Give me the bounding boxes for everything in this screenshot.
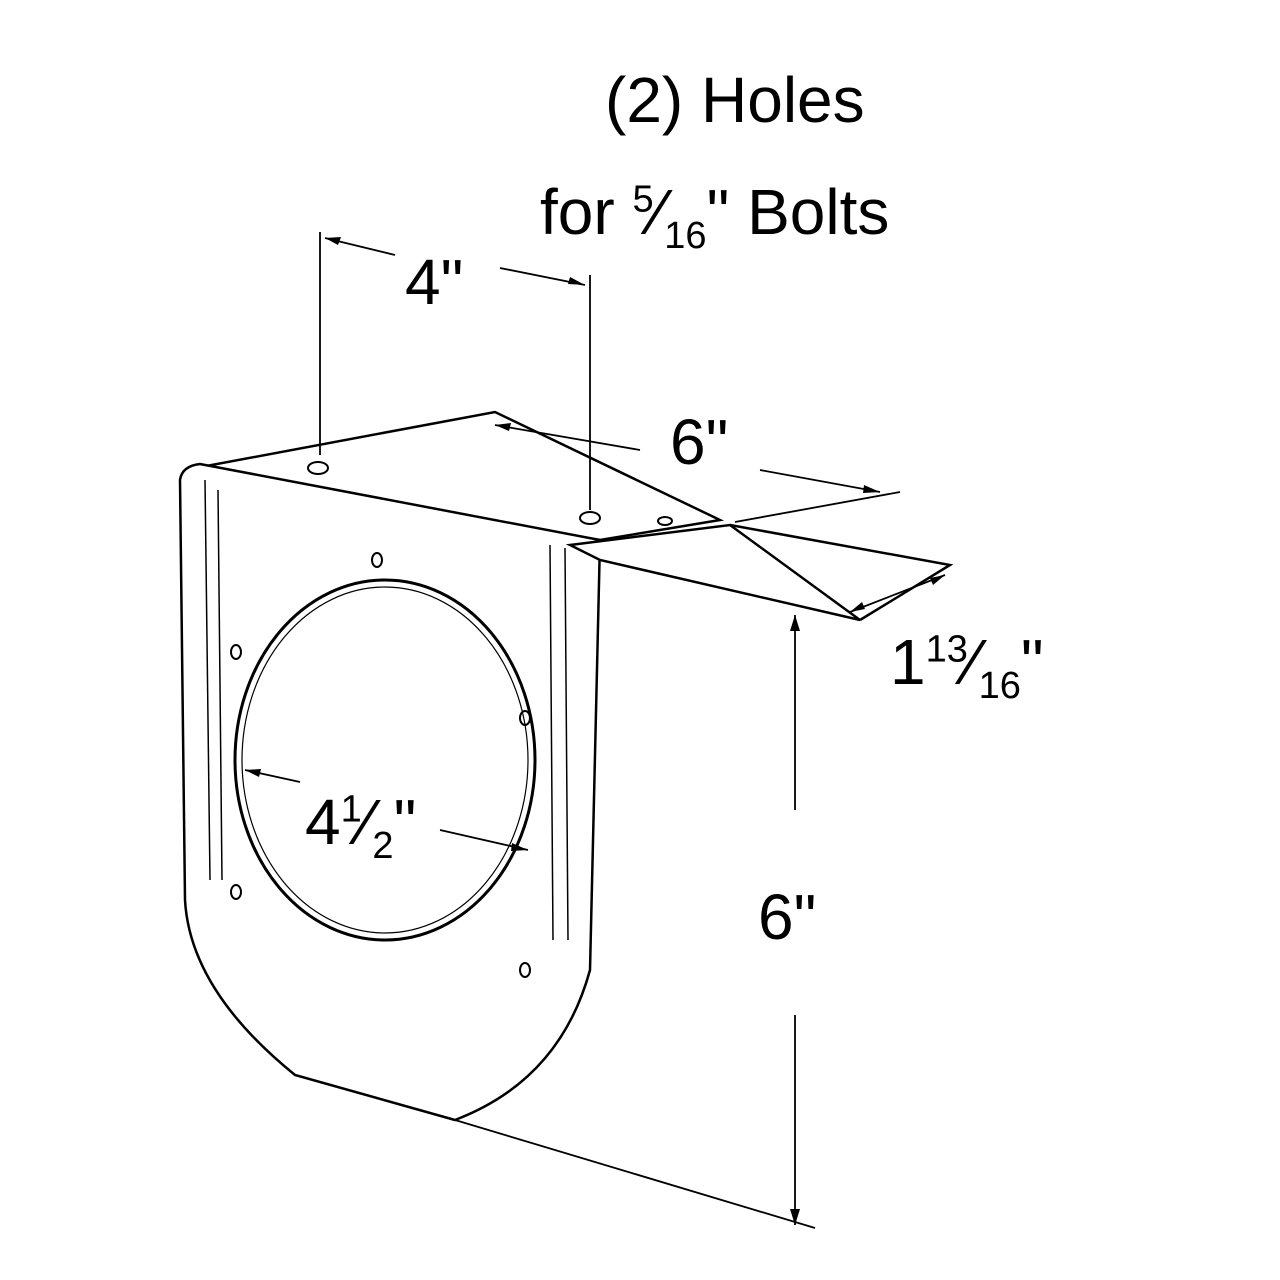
title-suffix: " Bolts [706, 176, 890, 248]
lamp-opening [233, 578, 537, 942]
dim-width: 6" [670, 406, 729, 478]
dim-depth: 113⁄16" [890, 626, 1044, 707]
depth-whole: 1 [890, 626, 926, 698]
hole-den: 2 [372, 824, 394, 867]
arrowheads [245, 237, 945, 1225]
rear-flange [565, 523, 861, 622]
fraction-num: 5 [632, 178, 654, 221]
title-prefix: for [540, 176, 633, 248]
depth-suffix: " [1020, 626, 1044, 698]
hole-whole: 4 [305, 786, 341, 858]
title-line2: for 5⁄16" Bolts [540, 176, 890, 257]
dim-height: 6" [758, 881, 817, 953]
hole-num: 1 [340, 788, 362, 831]
dim-lamp-hole: 41⁄2" [305, 786, 417, 867]
depth-den: 16 [978, 664, 1021, 707]
dim-hole-spacing: 4" [405, 246, 464, 318]
depth-num: 13 [925, 628, 968, 671]
hole-suffix: " [393, 786, 417, 858]
mounting-holes [230, 461, 673, 978]
title-line1: (2) Holes [605, 64, 865, 136]
fraction-den: 16 [664, 214, 707, 257]
